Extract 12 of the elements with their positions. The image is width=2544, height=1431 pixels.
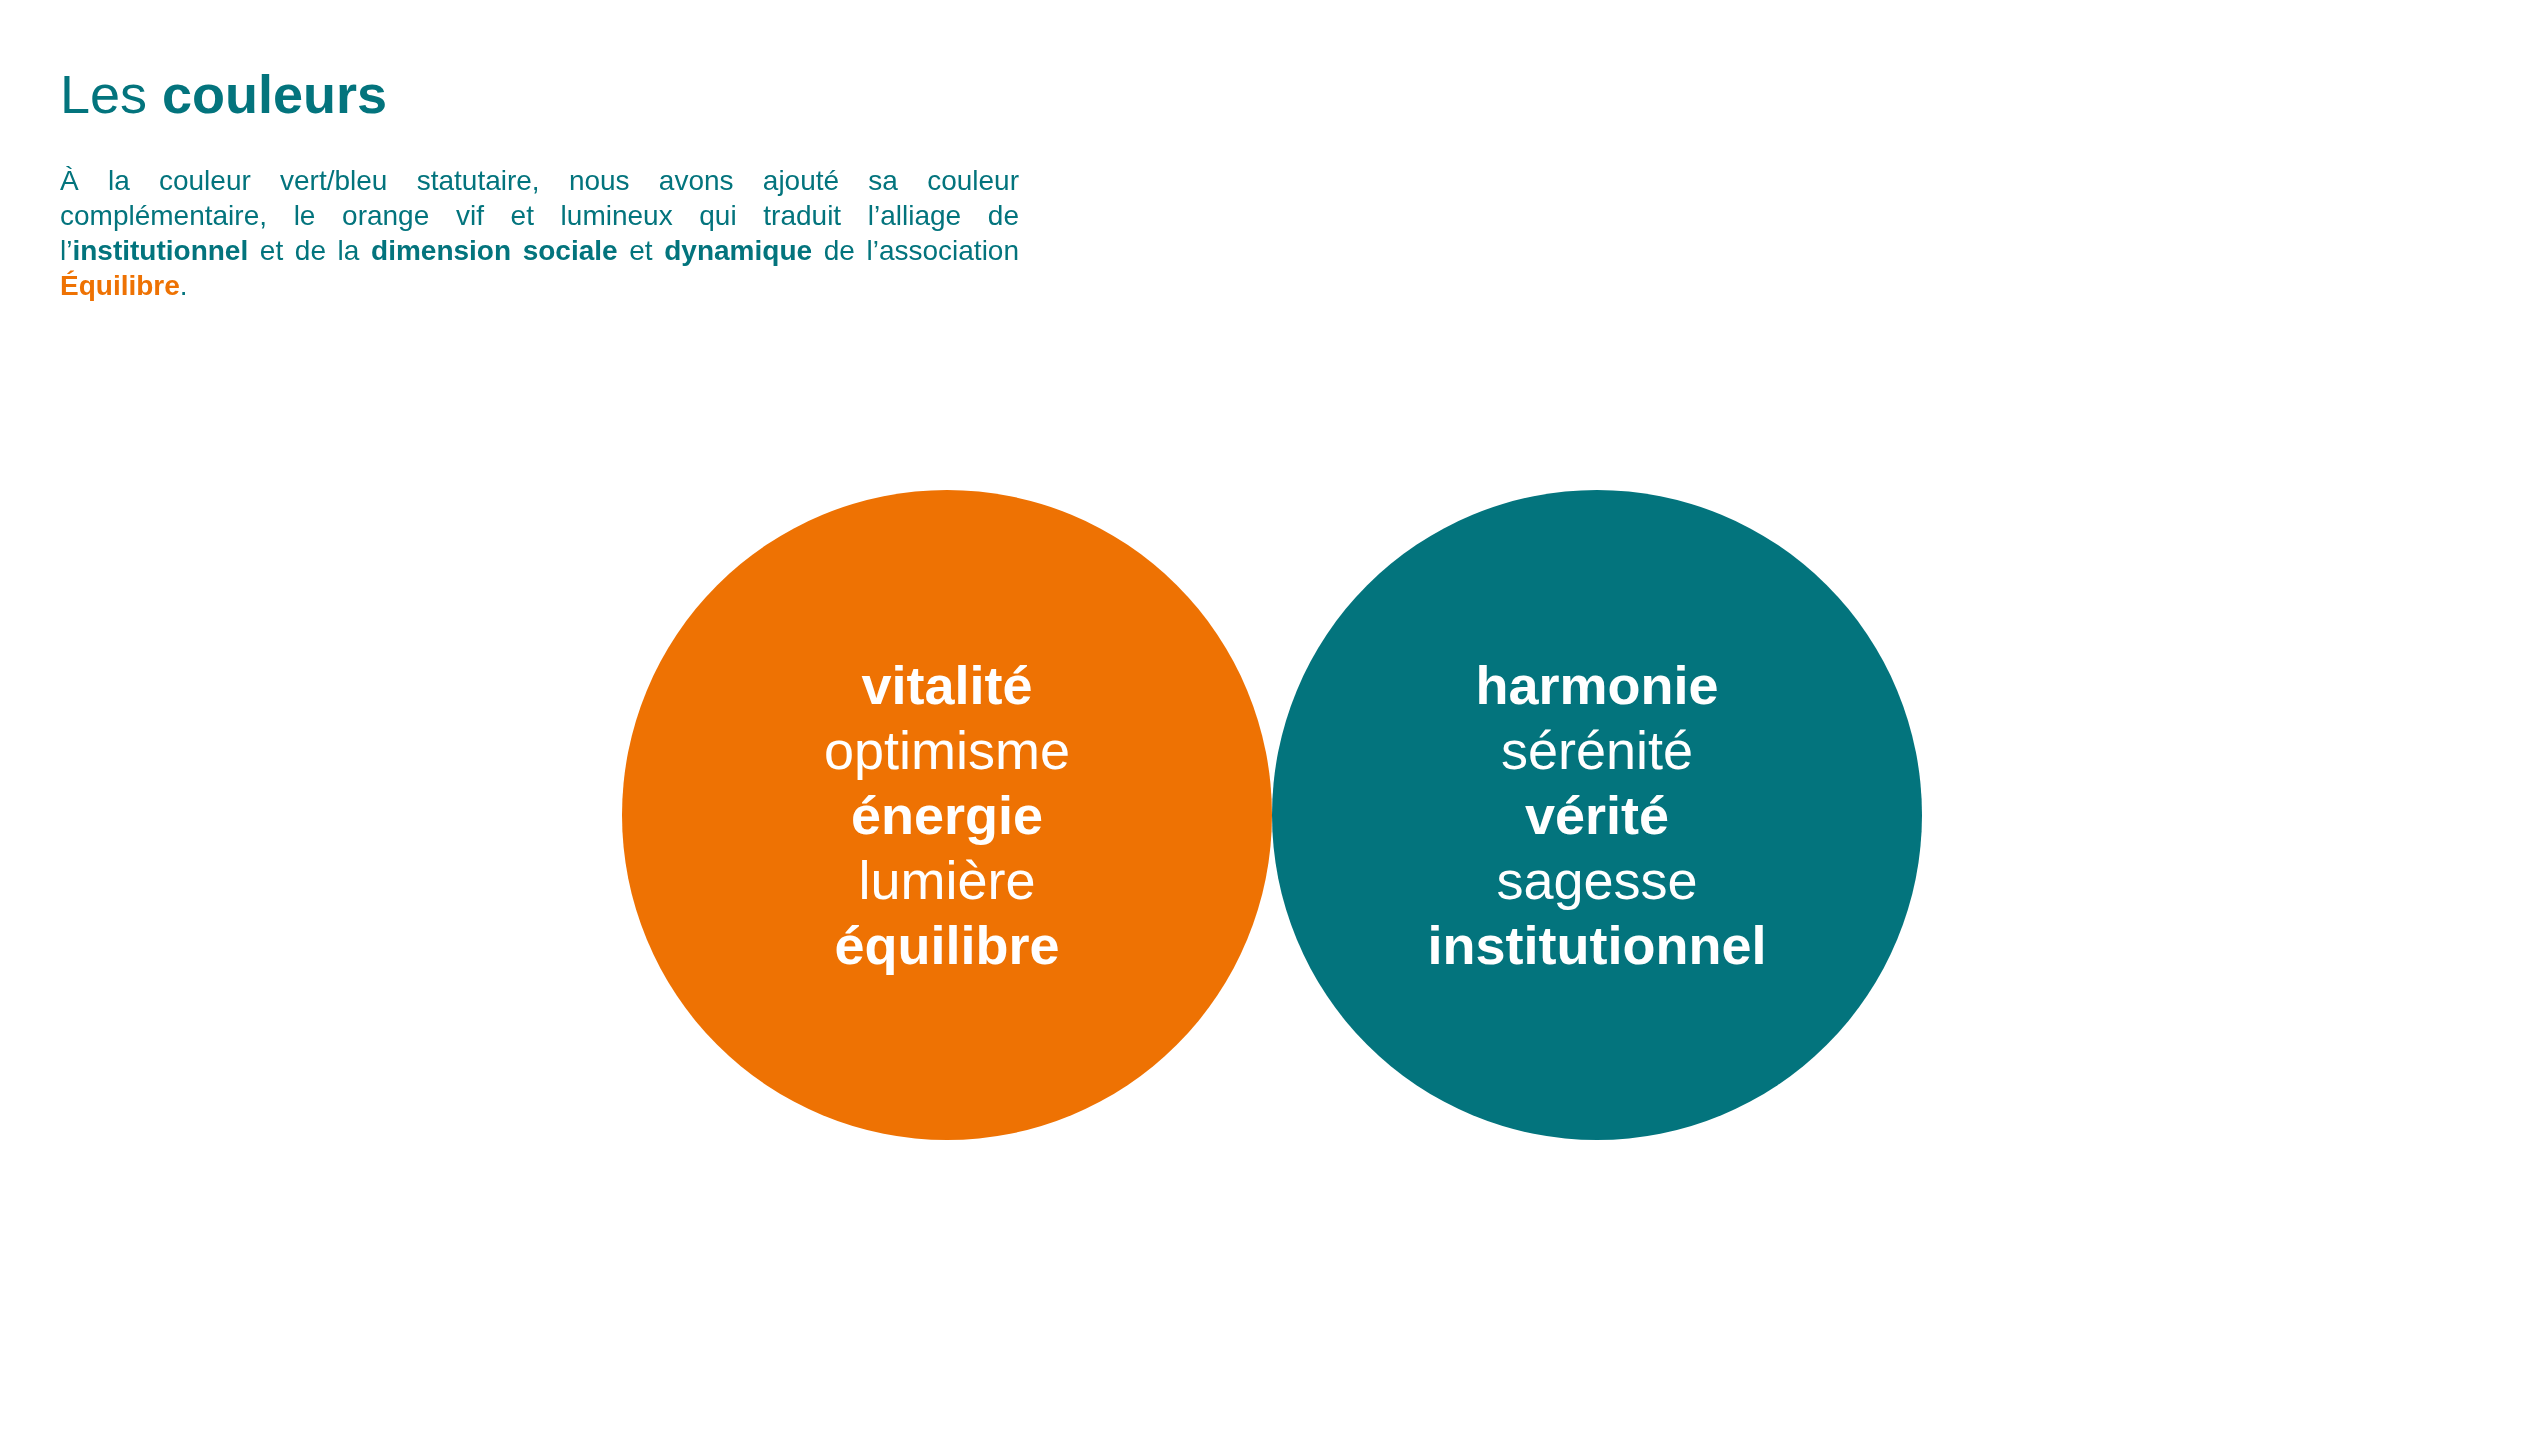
keyword-text: institutionnel [1427,913,1767,977]
keyword-text: sagesse [1496,848,1698,912]
keyword-text: vitalité [861,653,1033,717]
page-title: Les couleurs [60,64,388,124]
intro-paragraph: À la couleur vert/bleu statutaire, nous avons ajouté sa couleur complémentaire, le orange vif et lumineux qui traduit l’alliage de l’institutionnel et de la dimension sociale et dynamique de l’association Équilibre. [60,164,1019,303]
keyword-text: optimisme [823,718,1071,782]
keyword-text: harmonie [1475,653,1719,717]
keyword-text: énergie [850,783,1044,847]
keyword-text: lumière [858,848,1036,912]
keyword-text: équilibre [834,913,1060,977]
keyword-text: vérité [1524,783,1670,847]
keyword-text: sérénité [1500,718,1694,782]
